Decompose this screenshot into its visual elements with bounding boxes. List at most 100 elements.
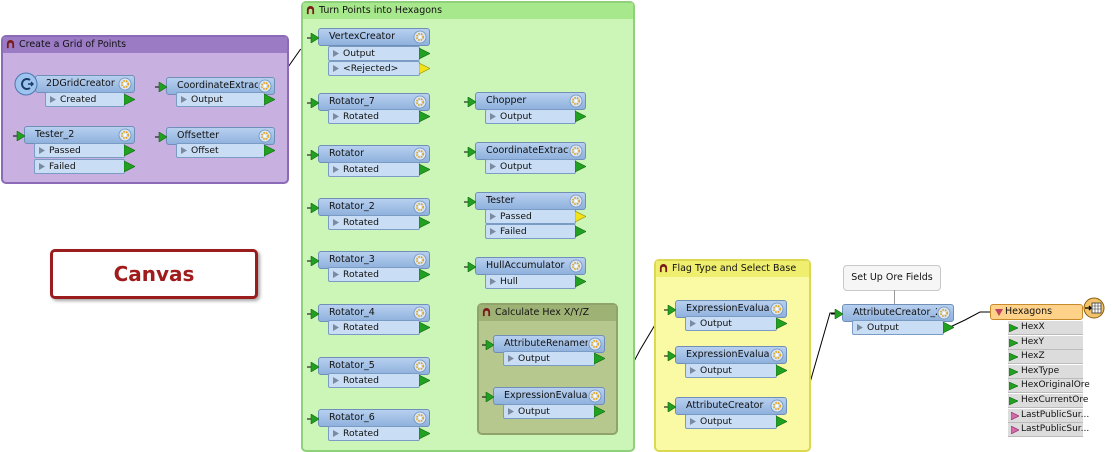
output-arrow-icon[interactable] [419,111,430,122]
annotation-note[interactable]: Set Up Ore Fields [843,265,941,291]
output-port[interactable]: Output [485,109,576,124]
input-port-icon[interactable] [464,147,476,157]
output-port[interactable]: Output [852,320,944,335]
gear-icon[interactable] [258,79,272,93]
transformer-header[interactable]: Rotator_2 [307,198,430,216]
writer-attribute[interactable]: HexCurrentOre [1008,394,1088,408]
output-arrow-icon[interactable] [419,217,430,228]
output-arrow-icon[interactable] [419,322,430,333]
output-arrow-icon[interactable] [943,322,954,333]
output-arrow-icon[interactable] [419,269,430,280]
output-port[interactable]: Output [685,316,777,331]
transformer-header[interactable]: Rotator [307,145,430,163]
output-port[interactable]: Output [328,46,420,61]
input-port-icon[interactable] [307,98,319,108]
output-port[interactable]: Passed [485,209,576,224]
input-port-icon[interactable] [664,402,676,412]
gear-icon[interactable] [413,359,427,373]
output-arrow-icon[interactable] [575,211,586,222]
output-arrow-icon[interactable] [124,145,135,156]
writer-attribute[interactable]: LastPublicSur... [1008,408,1089,423]
gear-icon[interactable] [770,302,784,316]
input-port-icon[interactable] [307,362,319,372]
gear-icon[interactable] [770,348,784,362]
input-port-icon[interactable] [464,97,476,107]
input-port-icon[interactable] [307,33,319,43]
gear-icon[interactable] [569,259,583,273]
gear-icon[interactable] [413,306,427,320]
input-port-icon[interactable] [664,305,676,315]
output-arrow-icon[interactable] [419,375,430,386]
transformer-header[interactable]: ExpressionEvalua... [664,300,787,318]
output-arrow-icon[interactable] [419,63,430,74]
bookmark-create-grid[interactable]: Create a Grid of Points [1,35,289,184]
output-port[interactable]: <Rejected> [328,61,420,76]
input-port-icon[interactable] [155,132,167,142]
transformer-header[interactable]: Rotator_6 [307,409,430,427]
output-port[interactable]: Created [45,92,125,107]
writer-attribute[interactable]: LastPublicSur... [1008,423,1089,438]
gear-icon[interactable] [118,128,132,142]
input-port-icon[interactable] [664,351,676,361]
writer-header[interactable]: Hexagons [990,304,1083,320]
output-arrow-icon[interactable] [124,94,135,105]
gear-icon[interactable] [118,77,132,91]
transformer-header[interactable]: Chopper [464,92,586,110]
gear-icon[interactable] [413,147,427,161]
output-arrow-icon[interactable] [776,318,787,329]
output-port[interactable]: Output [503,351,595,366]
transformer-header[interactable]: Rotator_5 [307,357,430,375]
output-port[interactable]: Hull [485,274,576,289]
output-port[interactable]: Failed [34,159,125,174]
transformer-header[interactable]: VertexCreator [307,28,430,46]
output-arrow-icon[interactable] [594,406,605,417]
writer-attribute[interactable]: HexY [1008,335,1083,350]
output-port[interactable]: Rotated [328,373,420,388]
transformer-header[interactable]: Tester_2 [13,126,135,144]
output-port[interactable]: Output [485,159,576,174]
gear-icon[interactable] [413,30,427,44]
writer-attribute[interactable]: HexX [1008,321,1083,335]
output-arrow-icon[interactable] [776,365,787,376]
output-arrow-icon[interactable] [575,276,586,287]
output-port[interactable]: Rotated [328,426,420,441]
gear-icon[interactable] [413,95,427,109]
transformer-header[interactable]: ExpressionEvalua... [482,387,605,405]
output-arrow-icon[interactable] [594,353,605,364]
gear-icon[interactable] [569,194,583,208]
transformer-header[interactable]: HullAccumulator [464,257,586,275]
output-port[interactable]: Output [503,404,595,419]
gear-icon[interactable] [258,129,272,143]
output-arrow-icon[interactable] [264,94,275,105]
gear-icon[interactable] [413,200,427,214]
input-port-icon[interactable] [307,203,319,213]
transformer-header[interactable]: AttributeCreator [664,397,787,415]
writer-hexagons[interactable]: Hexagons [990,297,1105,439]
writer-attribute[interactable]: HexZ [1008,350,1083,365]
input-port-icon[interactable] [155,82,167,92]
output-port[interactable]: Output [685,414,777,429]
transformer-header[interactable]: Rotator_7 [307,93,430,111]
gear-icon[interactable] [569,144,583,158]
output-port[interactable]: Output [176,92,265,107]
output-port[interactable]: Rotated [328,267,420,282]
gear-icon[interactable] [588,389,602,403]
transformer-header[interactable]: ExpressionEvalua... [664,346,787,364]
writer-attribute[interactable]: HexOriginalOre [1008,379,1090,394]
input-port-icon[interactable] [307,256,319,266]
input-port-icon[interactable] [307,309,319,319]
output-arrow-icon[interactable] [124,161,135,172]
gear-icon[interactable] [413,253,427,267]
gear-icon[interactable] [937,306,951,320]
input-port-icon[interactable] [307,414,319,424]
output-port[interactable]: Rotated [328,215,420,230]
gear-icon[interactable] [588,337,602,351]
output-arrow-icon[interactable] [776,416,787,427]
transformer-header[interactable]: 2DGridCreator [14,72,135,96]
gear-icon[interactable] [413,411,427,425]
output-arrow-icon[interactable] [419,48,430,59]
transformer-header[interactable]: Tester [464,192,586,210]
input-port-icon[interactable] [482,392,494,402]
transformer-header[interactable]: CoordinateExtractor [464,142,586,160]
gear-icon[interactable] [569,94,583,108]
